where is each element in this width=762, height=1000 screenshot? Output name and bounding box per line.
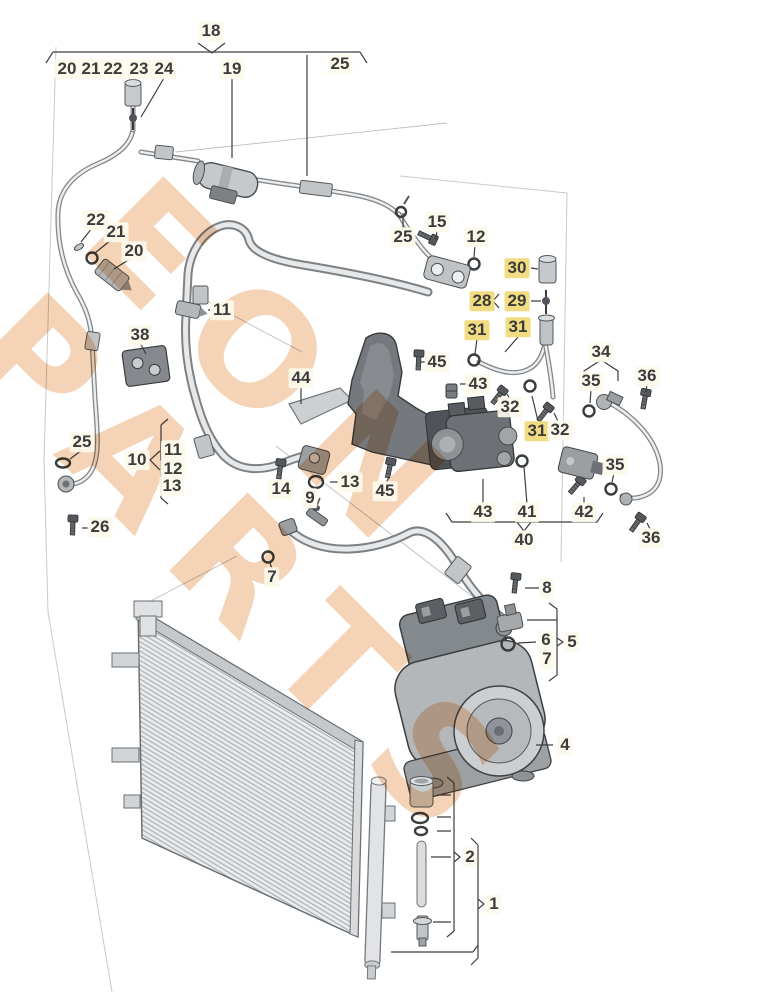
small-parts (54, 79, 652, 947)
valve-body (424, 395, 518, 472)
condenser-mount-tabs (111, 652, 396, 919)
receiver-drier (364, 776, 387, 980)
condenser-top-bracket (133, 600, 163, 637)
muffler (192, 160, 259, 205)
heat-shield (288, 387, 354, 425)
compressor-connectors (415, 597, 487, 625)
frame-lines (43, 46, 568, 993)
condenser (111, 600, 396, 980)
hose-sleeves (84, 144, 472, 584)
compressor (394, 594, 552, 801)
mount-bracket (288, 332, 453, 469)
